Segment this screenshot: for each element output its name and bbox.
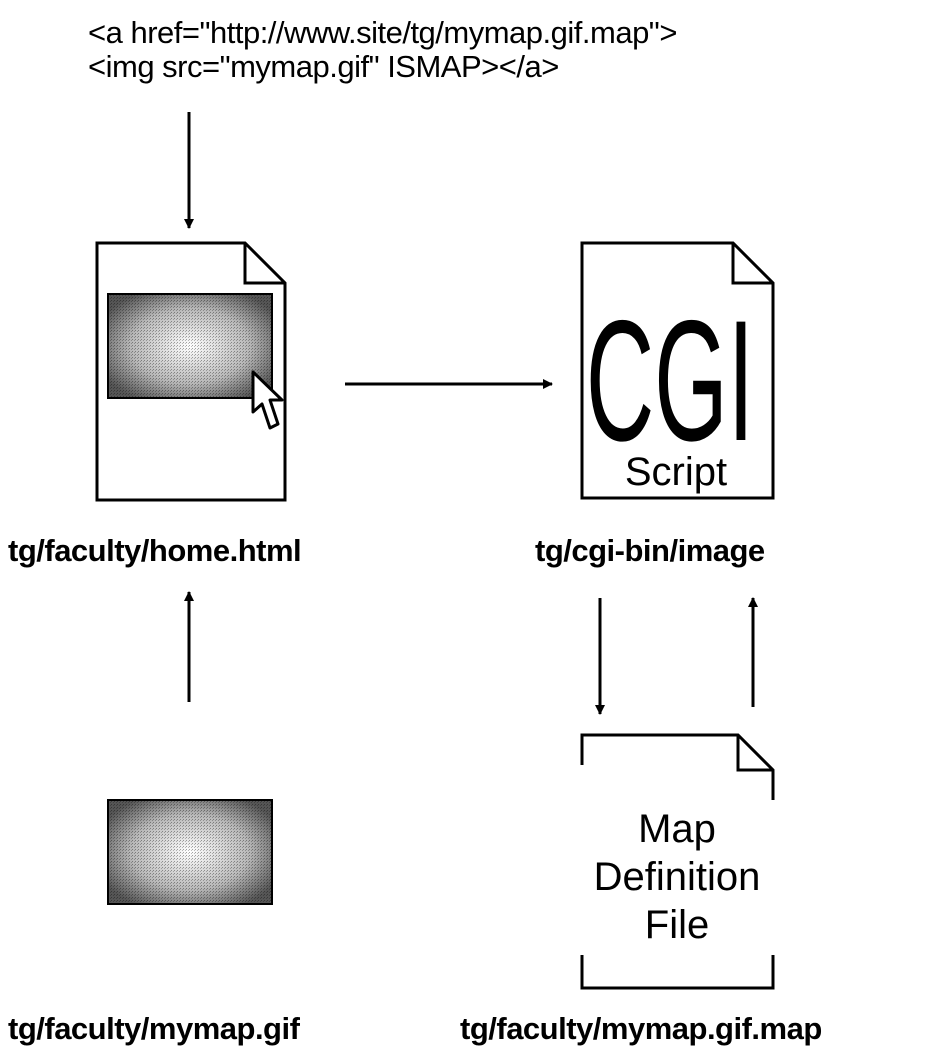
home-page-document-icon — [95, 241, 287, 502]
cgi-logo-text: CGI — [586, 285, 754, 477]
cgi-script-subtitle: Script — [625, 450, 727, 494]
dithered-image-icon — [107, 799, 273, 905]
map-file-line-1: Map — [638, 807, 716, 851]
map-file-document-icon — [580, 733, 775, 990]
image-file-caption: tg/faculty/mymap.gif — [8, 1011, 300, 1046]
map-file-line-2: Definition — [594, 855, 761, 899]
cgi-script-document-icon: CGI Script — [580, 241, 775, 500]
map-file-caption: tg/faculty/mymap.gif.map — [460, 1011, 822, 1046]
cgi-script-caption: tg/cgi-bin/image — [535, 533, 765, 568]
map-file-line-3: File — [645, 903, 709, 947]
code-line-1: <a href="http://www.site/tg/mymap.gif.ma… — [88, 15, 677, 50]
home-page-caption: tg/faculty/home.html — [8, 533, 302, 568]
code-line-2: <img src="mymap.gif" ISMAP></a> — [88, 49, 559, 84]
mouse-pointer-icon — [251, 370, 284, 430]
